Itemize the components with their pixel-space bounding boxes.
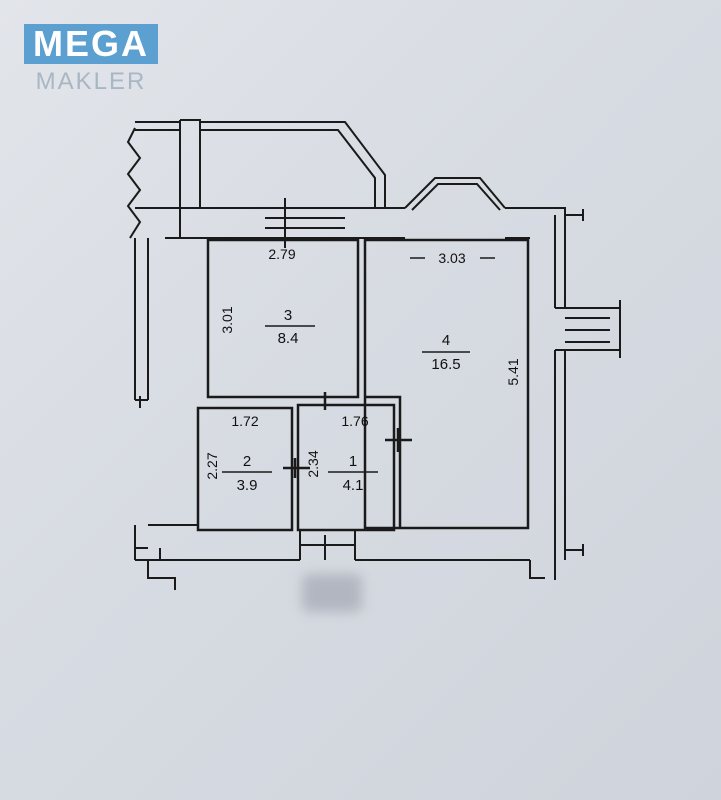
room-4-outline — [363, 238, 530, 530]
wall-right — [554, 209, 584, 308]
bottom-left-notch — [147, 548, 176, 590]
window-top — [265, 198, 345, 248]
wall-top-right — [505, 207, 566, 239]
room-2-area: 3.9 — [237, 477, 258, 494]
window-right — [555, 300, 621, 358]
room2-width-label: 1.72 — [231, 413, 258, 429]
zigzag-edge — [126, 127, 142, 239]
wall-top-mid — [345, 207, 405, 239]
entry-door — [299, 530, 356, 560]
room1-width-label: 1.76 — [341, 413, 368, 429]
left-bracket — [134, 396, 148, 549]
logo-mega-text: MEGA — [24, 24, 158, 64]
room-4-number: 4 — [442, 332, 450, 349]
dimension-labels: 2.79 3.03 1.72 1.76 3.01 5.41 2.27 2.34 — [204, 246, 521, 480]
wall-top-left — [135, 207, 265, 239]
corridor-wall — [365, 395, 402, 528]
room-3-outline — [206, 238, 360, 399]
bay-window — [404, 177, 506, 211]
wall-bottom — [134, 524, 556, 580]
blurred-watermark — [302, 574, 362, 612]
room-2-number: 2 — [243, 453, 251, 470]
room1-height-label: 2.34 — [305, 450, 321, 477]
room-1-number: 1 — [349, 453, 357, 470]
balcony — [135, 121, 386, 208]
room-3-number: 3 — [284, 307, 292, 324]
room-1-area: 4.1 — [343, 477, 364, 494]
outer-wall-left — [134, 238, 149, 400]
dimension-lines — [222, 257, 495, 473]
column-left — [179, 119, 201, 238]
wall-right-lower — [554, 350, 584, 560]
room4-height-label: 5.41 — [505, 358, 521, 385]
room-4-area: 16.5 — [431, 356, 460, 373]
room3-width-label: 2.79 — [268, 246, 295, 262]
room-3-area: 8.4 — [278, 330, 299, 347]
rooms — [196, 238, 530, 532]
room-labels: 3 8.4 4 16.5 2 3.9 1 4.1 — [237, 307, 461, 494]
walls — [126, 119, 621, 590]
room2-height-label: 2.27 — [204, 452, 220, 479]
room4-width-label: 3.03 — [438, 250, 465, 266]
mega-makler-logo: MEGA MAKLER — [24, 24, 158, 98]
room3-height-label: 3.01 — [219, 306, 235, 333]
logo-makler-text: MAKLER — [35, 68, 147, 95]
door-marks — [283, 392, 412, 478]
